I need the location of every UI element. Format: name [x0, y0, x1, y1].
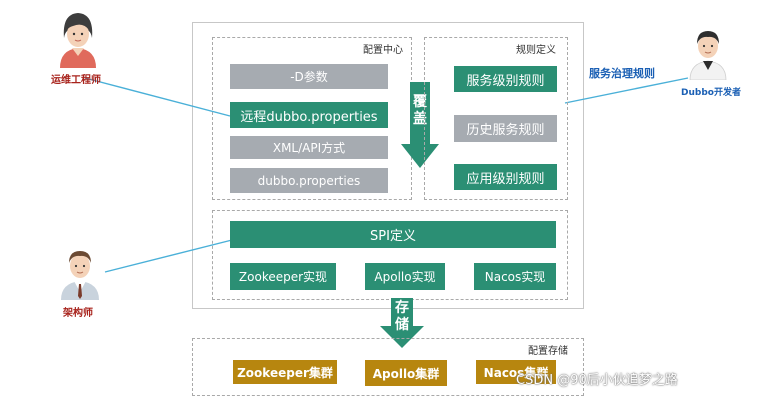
- config-item-local-properties: dubbo.properties: [230, 168, 388, 193]
- rule-app-level: 应用级别规则: [454, 164, 557, 190]
- storage-cluster-nacos: Nacos集群: [476, 360, 556, 384]
- storage-label-char-2: 储: [395, 317, 409, 333]
- rule-history-service: 历史服务规则: [454, 115, 557, 142]
- config-storage-panel: [192, 338, 584, 396]
- storage-cluster-zookeeper: Zookeeper集群: [233, 360, 337, 384]
- ops-connector-line: [84, 77, 231, 117]
- storage-cluster-apollo: Apollo集群: [365, 360, 447, 386]
- architect-connector-line: [104, 239, 233, 273]
- spi-panel: [212, 210, 568, 300]
- config-item-xml-api: XML/API方式: [230, 136, 388, 159]
- config-storage-title: 配置存储: [528, 346, 568, 357]
- spi-definition-bar: SPI定义: [230, 221, 556, 248]
- dubbo-developer-avatar: [689, 31, 727, 80]
- rule-definition-title: 规则定义: [516, 45, 556, 56]
- spi-impl-apollo: Apollo实现: [365, 263, 445, 290]
- csdn-watermark: CSDN @90后小伙追梦之路: [516, 373, 678, 388]
- rule-service-level: 服务级别规则: [454, 66, 557, 92]
- spi-impl-zookeeper: Zookeeper实现: [230, 263, 336, 290]
- service-governance-label: 服务治理规则: [589, 67, 655, 80]
- storage-label-char-1: 存: [395, 300, 409, 316]
- ops-engineer-avatar: [60, 13, 96, 68]
- storage-label: 存 储: [392, 300, 412, 334]
- config-item-remote-properties: 远程dubbo.properties: [230, 102, 388, 128]
- override-label-char-1: 覆: [413, 94, 427, 110]
- config-center-title: 配置中心: [363, 45, 403, 56]
- ops-engineer-label: 运维工程师: [51, 75, 101, 86]
- storage-arrow: [380, 298, 424, 348]
- dev-connector-line: [564, 77, 689, 104]
- spi-impl-nacos: Nacos实现: [474, 263, 556, 290]
- rule-definition-panel: [424, 37, 568, 200]
- dubbo-developer-label: Dubbo开发者: [681, 88, 741, 98]
- override-arrow: [401, 82, 439, 168]
- override-label-char-2: 盖: [413, 111, 427, 127]
- config-item-d-params: -D参数: [230, 64, 388, 89]
- architect-label: 架构师: [63, 308, 93, 319]
- architect-avatar: [61, 251, 99, 300]
- override-label: 覆 盖: [410, 94, 430, 128]
